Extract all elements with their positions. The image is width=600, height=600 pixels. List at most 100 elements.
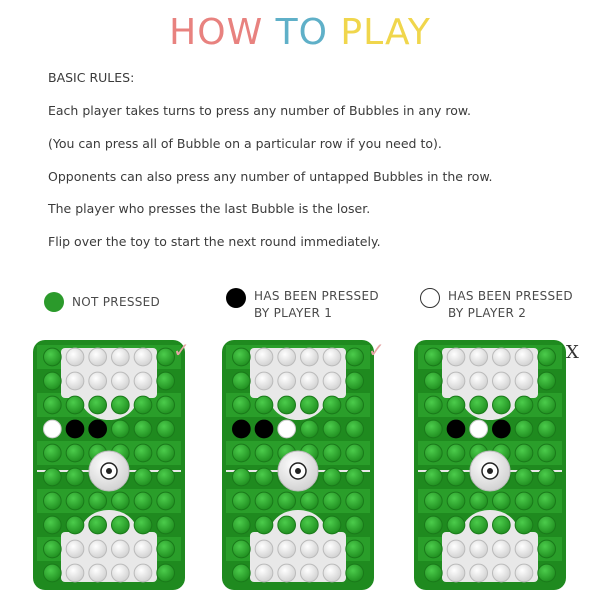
bubble — [424, 347, 443, 367]
bubble — [111, 347, 130, 367]
bubble — [424, 395, 443, 415]
goal-zone-bottom — [250, 532, 346, 582]
bubble — [88, 347, 107, 367]
bubble — [537, 515, 557, 535]
bubble — [300, 347, 319, 367]
bubble — [322, 491, 342, 511]
bubble — [111, 419, 130, 439]
bubble — [537, 347, 557, 367]
bubble — [88, 563, 107, 583]
board-svg — [222, 340, 374, 590]
bubble — [111, 395, 130, 415]
bubble — [514, 395, 534, 415]
bubble — [232, 419, 251, 439]
bubble — [65, 371, 85, 391]
bubble — [277, 539, 296, 559]
bubble — [156, 347, 176, 367]
bubble — [514, 491, 534, 511]
bubble — [156, 371, 176, 391]
goal-zone-top — [250, 348, 346, 398]
legend-line: BY PLAYER 2 — [448, 306, 527, 320]
green-dot-icon — [44, 292, 64, 312]
bubble — [322, 515, 342, 535]
bubble — [254, 395, 274, 415]
bubble — [156, 395, 176, 415]
bubble — [446, 395, 466, 415]
bubble — [322, 347, 342, 367]
bubble — [322, 443, 342, 463]
bubble — [232, 539, 251, 559]
bubble — [446, 371, 466, 391]
white-dot-icon — [420, 288, 440, 308]
bubble — [322, 539, 342, 559]
bubble — [65, 395, 85, 415]
rule-line: Flip over the toy to start the next roun… — [48, 234, 381, 250]
bubble — [254, 371, 274, 391]
bubble — [492, 347, 511, 367]
bubble — [156, 419, 176, 439]
bubble — [446, 419, 466, 439]
bubble — [43, 491, 62, 511]
legend-line: HAS BEEN PRESSED — [448, 289, 573, 303]
bubble — [65, 491, 85, 511]
bubble — [65, 563, 85, 583]
bubble — [88, 515, 107, 535]
bubble — [345, 539, 365, 559]
bubble — [277, 491, 296, 511]
bubble — [514, 515, 534, 535]
soccer-ball-patch — [106, 468, 112, 474]
bubble — [277, 563, 296, 583]
bubble — [65, 419, 85, 439]
bubble — [446, 347, 466, 367]
bubble — [469, 539, 488, 559]
legend-line: HAS BEEN PRESSED — [254, 289, 379, 303]
bubble — [537, 443, 557, 463]
board-2 — [222, 340, 374, 594]
bubble — [254, 491, 274, 511]
bubble — [492, 395, 511, 415]
goal-zone-top — [442, 348, 538, 398]
bubble — [88, 491, 107, 511]
check-mark-icon: ✓ — [173, 338, 190, 362]
bubble — [446, 491, 466, 511]
bubble — [514, 467, 534, 487]
bubble — [322, 563, 342, 583]
bubble — [254, 515, 274, 535]
bubble — [232, 443, 251, 463]
board-1 — [33, 340, 185, 594]
bubble — [232, 395, 251, 415]
bubble — [65, 515, 85, 535]
bubble — [254, 443, 274, 463]
bubble — [345, 563, 365, 583]
bubble — [469, 515, 488, 535]
bubble — [43, 371, 62, 391]
bubble — [133, 563, 153, 583]
rule-line: (You can press all of Bubble on a partic… — [48, 135, 442, 151]
bubble — [43, 419, 62, 439]
legend-label: HAS BEEN PRESSED BY PLAYER 1 — [254, 288, 379, 322]
bubble — [156, 443, 176, 463]
bubble — [133, 371, 153, 391]
bubble — [514, 419, 534, 439]
bubble — [322, 371, 342, 391]
bubble — [156, 539, 176, 559]
bubble — [446, 467, 466, 487]
bubble — [277, 395, 296, 415]
board-svg — [33, 340, 185, 590]
title-word-how: HOW — [169, 12, 264, 53]
bubble — [133, 467, 153, 487]
bubble — [492, 491, 511, 511]
bubble — [537, 539, 557, 559]
bubble — [514, 371, 534, 391]
bubble — [43, 467, 62, 487]
bubble — [537, 419, 557, 439]
rules-section: BASIC RULES: Each player takes turns to … — [48, 70, 588, 267]
bubble — [345, 395, 365, 415]
bubble — [88, 371, 107, 391]
bubble — [43, 515, 62, 535]
bubble — [492, 539, 511, 559]
bubble — [65, 347, 85, 367]
bubble — [88, 395, 107, 415]
bubble — [424, 491, 443, 511]
bubble — [300, 563, 319, 583]
